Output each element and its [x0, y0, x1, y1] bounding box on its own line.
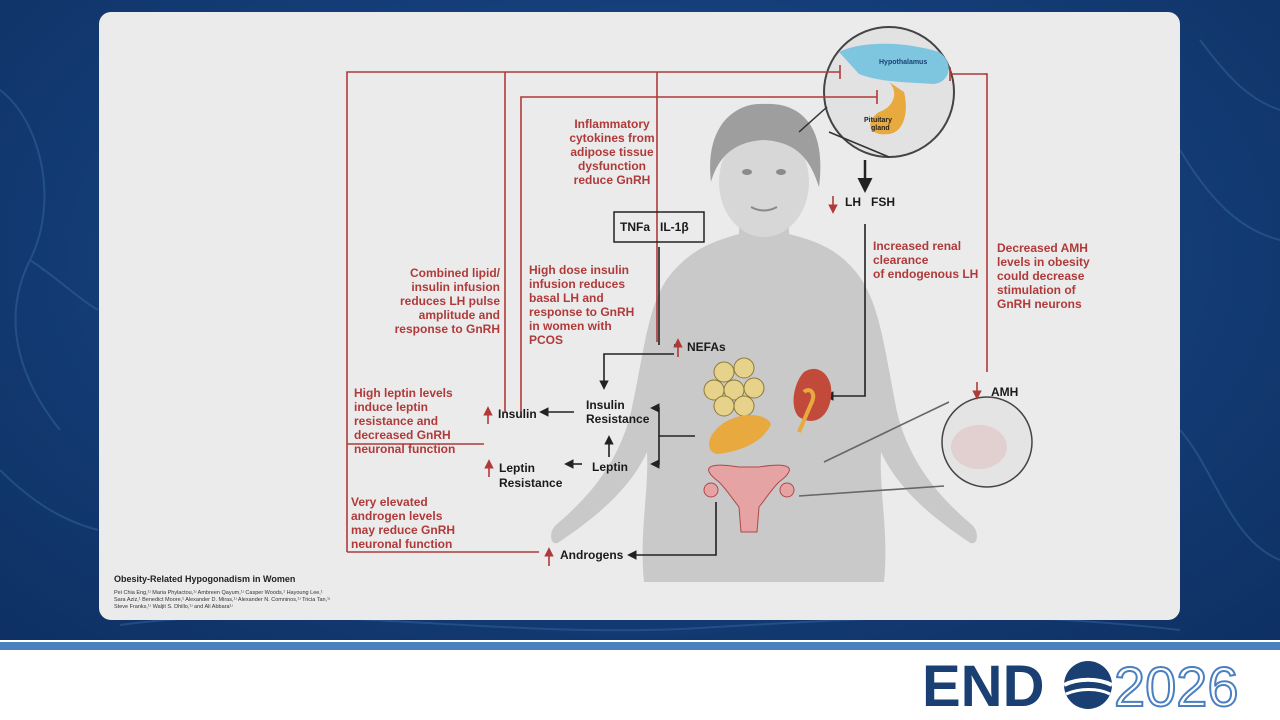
svg-text:levels in obesity: levels in obesity — [997, 255, 1090, 269]
androgens-label: Androgens — [560, 548, 624, 562]
svg-text:androgen levels: androgen levels — [351, 509, 443, 523]
svg-text:response to GnRH: response to GnRH — [529, 305, 634, 319]
endo-2026-logo: END 2026 — [922, 654, 1240, 718]
amh-label: AMH — [991, 385, 1018, 399]
svg-text:infusion reduces: infusion reduces — [529, 277, 625, 291]
il1-label: IL-1β — [660, 220, 689, 234]
citation-authors-1: Pei Chia Eng,¹ʴ Maria Phylactou,¹ʴ Ambre… — [114, 590, 323, 596]
tnf-label: TNFa — [620, 220, 650, 234]
citation-authors-3: Steve Franks,¹ʴ Waljit S. Dhillo,¹ʴ and … — [114, 604, 233, 610]
pituitary-label-2: gland — [871, 125, 890, 132]
hypothalamus-label: Hypothalamus — [879, 59, 927, 66]
leptin-resistance-label-2: Resistance — [499, 476, 563, 490]
logo-year: 2026 — [1114, 655, 1239, 718]
leptin-resistance-label-1: Leptin — [499, 461, 535, 475]
pancreas-icon — [709, 414, 771, 454]
svg-text:may reduce GnRH: may reduce GnRH — [351, 523, 455, 537]
svg-text:cytokines from: cytokines from — [569, 131, 654, 145]
hypogonadism-diagram: Hypothalamus Pituitary gland — [114, 26, 1090, 610]
brain-inset: Hypothalamus Pituitary gland — [798, 26, 955, 158]
high-leptin-text: High leptin levels induce leptin resista… — [354, 386, 455, 456]
svg-text:could decrease: could decrease — [997, 269, 1085, 283]
insulin-resistance-label-2: Resistance — [586, 412, 650, 426]
renal-clearance-text: Increased renal clearance of endogenous … — [873, 239, 978, 281]
leptin-label: Leptin — [592, 460, 628, 474]
svg-text:in women with: in women with — [529, 319, 612, 333]
svg-text:of endogenous LH: of endogenous LH — [873, 267, 978, 281]
adipose-tissue-icon — [703, 357, 765, 417]
red-feedback-lines — [346, 65, 988, 553]
lh-label: LH — [845, 195, 861, 209]
svg-text:basal LH and: basal LH and — [529, 291, 604, 305]
svg-text:PCOS: PCOS — [529, 333, 563, 347]
svg-text:insulin infusion: insulin infusion — [411, 280, 500, 294]
pituitary-label-1: Pituitary — [864, 117, 892, 124]
svg-text:Combined lipid/: Combined lipid/ — [410, 266, 501, 280]
svg-text:response to GnRH: response to GnRH — [395, 322, 500, 336]
insulin-resistance-label-1: Insulin — [586, 398, 625, 412]
citation-authors-2: Sara Aziz,¹ Benedict Moore,¹ Alexander D… — [114, 597, 331, 603]
svg-text:dysfunction: dysfunction — [578, 159, 646, 173]
svg-text:clearance: clearance — [873, 253, 929, 267]
amh-description-text: Decreased AMH levels in obesity could de… — [997, 241, 1090, 311]
svg-text:Very elevated: Very elevated — [351, 495, 428, 509]
globe-icon — [1063, 661, 1113, 709]
fsh-label: FSH — [871, 195, 895, 209]
svg-text:High dose insulin: High dose insulin — [529, 263, 629, 277]
figure-card: Hypothalamus Pituitary gland — [99, 12, 1180, 620]
svg-text:neuronal function: neuronal function — [354, 442, 455, 456]
svg-text:adipose tissue: adipose tissue — [570, 145, 654, 159]
svg-text:Decreased AMH: Decreased AMH — [997, 241, 1088, 255]
uterus-icon — [703, 464, 795, 533]
footer-blue-band — [0, 642, 1280, 650]
citation-title: Obesity-Related Hypogonadism in Women — [114, 574, 295, 584]
logo-word: END — [922, 654, 1044, 718]
cytokine-box — [613, 211, 705, 243]
nefas-label: NEFAs — [687, 340, 726, 354]
black-pathway-arrows — [539, 160, 950, 560]
svg-text:decreased GnRH: decreased GnRH — [354, 428, 451, 442]
svg-text:neuronal function: neuronal function — [351, 537, 452, 551]
svg-text:reduce GnRH: reduce GnRH — [574, 173, 651, 187]
androgen-text: Very elevated androgen levels may reduce… — [351, 495, 455, 551]
ovary-inset — [941, 396, 1033, 488]
svg-text:resistance and: resistance and — [354, 414, 438, 428]
svg-text:Increased renal: Increased renal — [873, 239, 961, 253]
high-dose-insulin-text: High dose insulin infusion reduces basal… — [529, 263, 634, 347]
svg-text:High leptin levels: High leptin levels — [354, 386, 453, 400]
svg-text:amplitude and: amplitude and — [419, 308, 500, 322]
svg-text:induce leptin: induce leptin — [354, 400, 428, 414]
svg-text:Inflammatory: Inflammatory — [574, 117, 650, 131]
combined-infusion-text: Combined lipid/ insulin infusion reduces… — [395, 266, 501, 336]
svg-text:stimulation of: stimulation of — [997, 283, 1077, 297]
kidney-icon — [793, 368, 832, 433]
insulin-label: Insulin — [498, 407, 537, 421]
inflammatory-text: Inflammatory cytokines from adipose tiss… — [569, 117, 654, 187]
svg-text:GnRH neurons: GnRH neurons — [997, 297, 1082, 311]
svg-text:reduces LH pulse: reduces LH pulse — [400, 294, 500, 308]
